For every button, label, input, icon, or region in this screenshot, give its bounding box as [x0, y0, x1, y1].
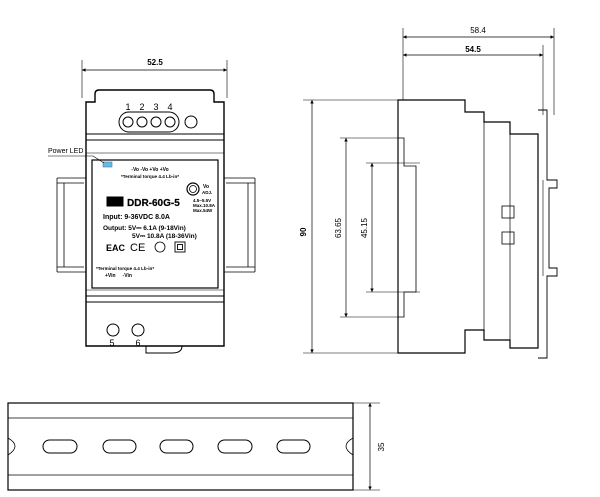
label-rating-3: Max.54W	[193, 208, 213, 213]
rail-slot-3	[159, 439, 194, 454]
terminal-screw-4	[164, 116, 176, 128]
terminal-number-2: 2	[139, 102, 144, 112]
label-rating-2: Max.10.8A	[193, 203, 216, 208]
power-led-label: Power LED	[48, 148, 83, 155]
side-slot-top	[501, 205, 515, 219]
label-output-2: 5V⎓ 10.8A (18-36Vin)	[132, 233, 197, 240]
dim-label-90: 90	[299, 227, 308, 236]
label-plate	[91, 159, 219, 289]
dim-label-35: 35	[377, 442, 386, 451]
cert-circle-icon	[154, 241, 166, 253]
label-bottom-pins: +Vin -Vin	[105, 273, 132, 279]
terminal-number-4: 4	[167, 102, 172, 112]
dim-label-58-4: 58.4	[470, 26, 486, 35]
terminal-screw-3	[150, 116, 162, 128]
rail-slot-4	[217, 439, 253, 454]
power-led-callout	[48, 155, 105, 164]
rail-slot-5	[276, 439, 311, 454]
class-ii-icon	[174, 241, 186, 253]
din-clip-side	[538, 109, 558, 359]
terminal-number-6: 6	[135, 338, 140, 348]
terminal-number-1: 1	[125, 102, 130, 112]
dim-label-45-15: 45.15	[360, 217, 369, 238]
side-view-text: 58.4 54.5 90 63.65 45.15	[299, 26, 486, 238]
din-clip-front	[145, 345, 183, 354]
top-terminal-block	[118, 111, 180, 133]
terminal-number-3: 3	[153, 102, 158, 112]
vo-adj-knob	[186, 182, 200, 196]
adjust-hole-top	[184, 115, 198, 129]
label-cert-eac: EAC	[106, 243, 126, 253]
dim-label-54-5: 54.5	[465, 45, 481, 54]
rail-slot-2	[102, 439, 137, 454]
label-torque-bottom: *Terminal torque 4.4 Lb-in*	[96, 266, 154, 271]
label-vo: Vo	[203, 184, 209, 190]
label-input: Input: 9-36VDC 8.0A	[103, 214, 170, 221]
label-cert-ce: CE	[130, 242, 145, 254]
side-view	[303, 28, 558, 359]
label-output-1: Output: 5V⎓ 6.1A (9-18Vin)	[103, 225, 186, 232]
label-rating-1: 4.5~5.5V	[193, 198, 211, 203]
label-top-pins: -Vo -Vo +Vo +Vo	[131, 167, 168, 173]
rail-outline	[7, 402, 354, 491]
rail-view	[7, 402, 380, 491]
terminal-screw-2	[136, 116, 148, 128]
housing-outline	[85, 89, 225, 347]
front-view-text: 52.5 1 2 3 4 5 6 Power LED -Vo -Vo +Vo +…	[48, 58, 216, 348]
terminal-screw-6	[131, 323, 145, 337]
terminal-number-5: 5	[109, 338, 114, 348]
front-view	[56, 60, 256, 354]
side-slot-bottom	[501, 231, 515, 245]
label-model: DDR-60G-5	[127, 198, 180, 209]
terminal-screw-5	[106, 323, 120, 337]
dim-label-63-65: 63.65	[334, 217, 343, 238]
label-torque-top: *Terminal torque 4.4 Lb-in*	[121, 174, 179, 179]
label-adj: ADJ.	[202, 190, 212, 195]
terminal-screw-1	[122, 116, 134, 128]
rail-slot-1	[42, 439, 78, 454]
side-profile-outline	[397, 99, 539, 354]
brand-logo-icon	[106, 196, 124, 207]
power-led	[102, 161, 113, 168]
width-dimension-label: 52.5	[147, 58, 163, 67]
